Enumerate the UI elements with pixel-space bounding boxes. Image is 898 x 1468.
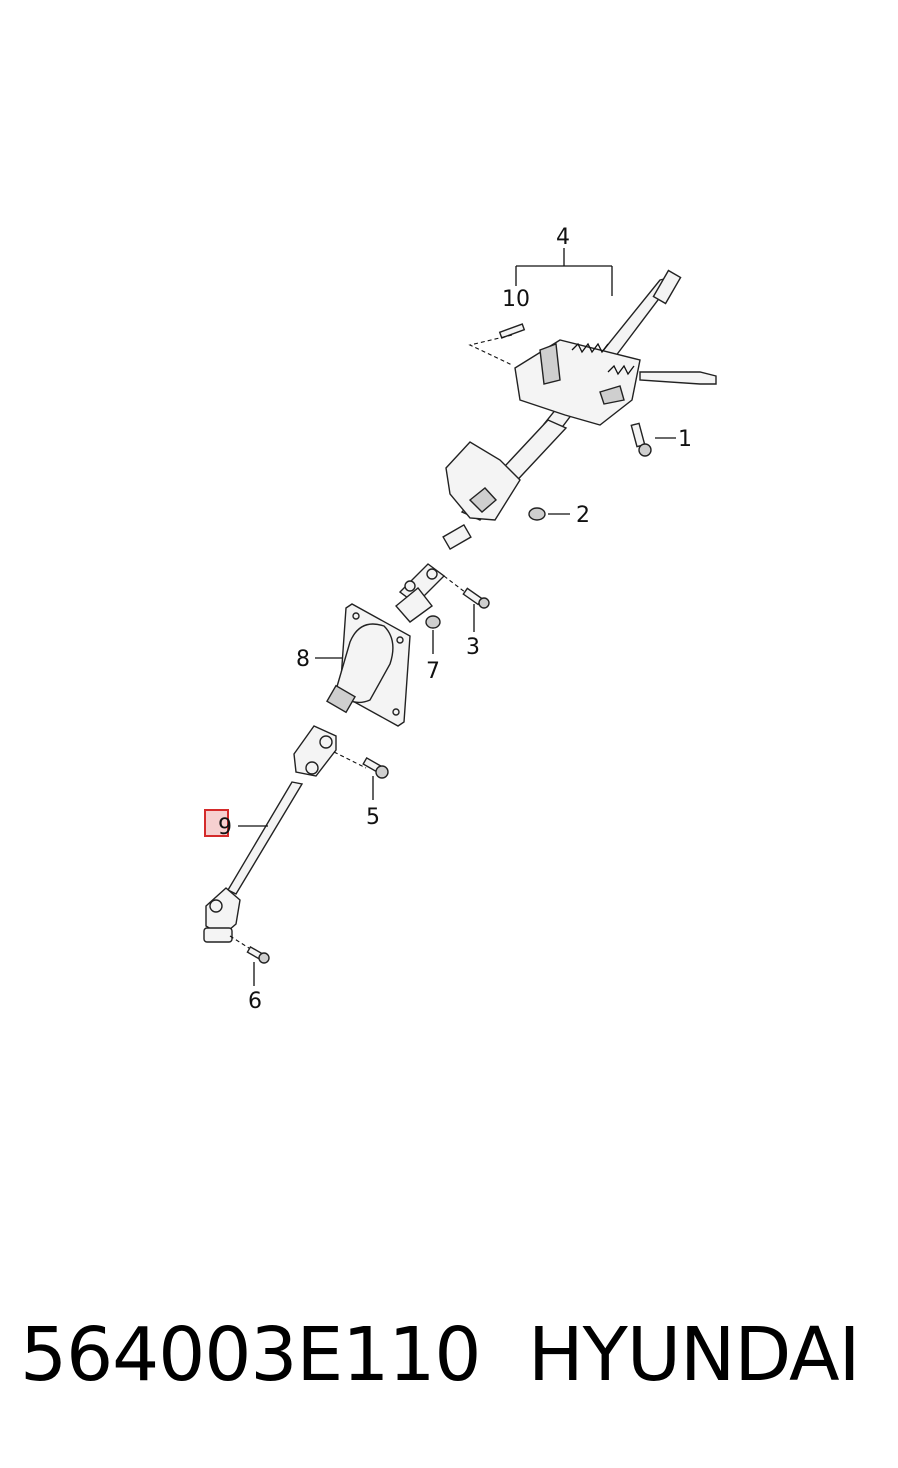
part-9-lower-shaft <box>203 725 367 951</box>
part-3-bolt <box>462 587 490 632</box>
part-7-nut <box>425 615 441 654</box>
callout-8[interactable]: 8 <box>296 647 310 672</box>
part-4-leader <box>515 248 613 296</box>
callout-4[interactable]: 4 <box>556 225 570 250</box>
callout-10[interactable]: 10 <box>502 287 530 312</box>
callout-2[interactable]: 2 <box>576 503 590 528</box>
upper-universal-joint <box>394 563 471 623</box>
callout-1[interactable]: 1 <box>678 427 692 452</box>
callout-9[interactable]: 9 <box>218 815 232 840</box>
part-6-bolt <box>246 945 270 986</box>
highlight-box-9 <box>204 809 229 837</box>
brand-name: HYUNDAI <box>528 1312 860 1398</box>
part-5-bolt <box>362 756 389 800</box>
footer: 564003E110 HYUNDAI <box>0 1300 898 1410</box>
callout-3[interactable]: 3 <box>466 635 480 660</box>
callout-7[interactable]: 7 <box>426 659 440 684</box>
callout-5[interactable]: 5 <box>366 805 380 830</box>
part-1-bolt <box>630 422 676 457</box>
steering-column-assembly <box>442 269 717 551</box>
part-number: 564003E110 <box>20 1312 481 1398</box>
part-10-screw <box>468 323 526 366</box>
steering-column-diagram: 4 10 1 2 3 7 8 5 9 6 <box>203 225 717 1014</box>
part-2-nut <box>528 507 570 521</box>
callout-6[interactable]: 6 <box>248 989 262 1014</box>
part-8-dust-cover <box>315 603 411 727</box>
